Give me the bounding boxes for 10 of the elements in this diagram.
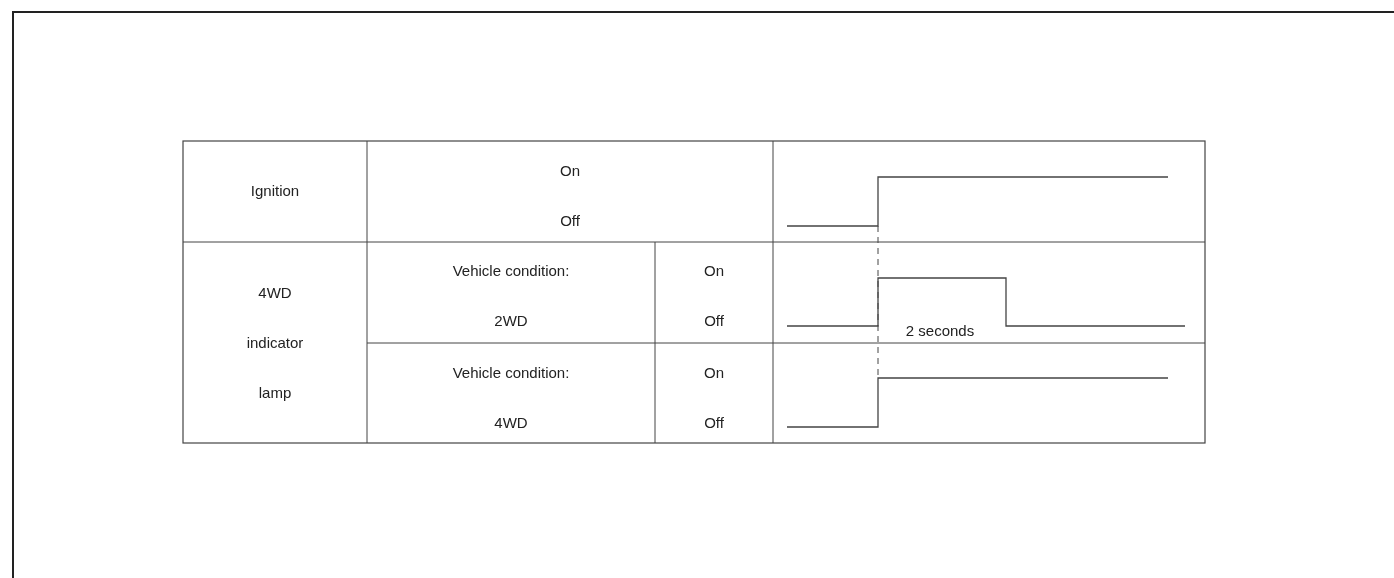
- state-label: Off: [560, 212, 580, 230]
- row-header: Ignition: [249, 182, 301, 200]
- state-label: On: [704, 262, 724, 280]
- condition-label: Vehicle condition: 4WD: [451, 363, 571, 433]
- state-label: On: [560, 162, 580, 180]
- state-label: Off: [704, 312, 724, 330]
- state-label: On: [704, 364, 724, 382]
- condition-label: Vehicle condition: 2WD: [451, 261, 571, 331]
- row-header: 4WD indicator lamp: [245, 283, 305, 403]
- state-label: Off: [704, 414, 724, 432]
